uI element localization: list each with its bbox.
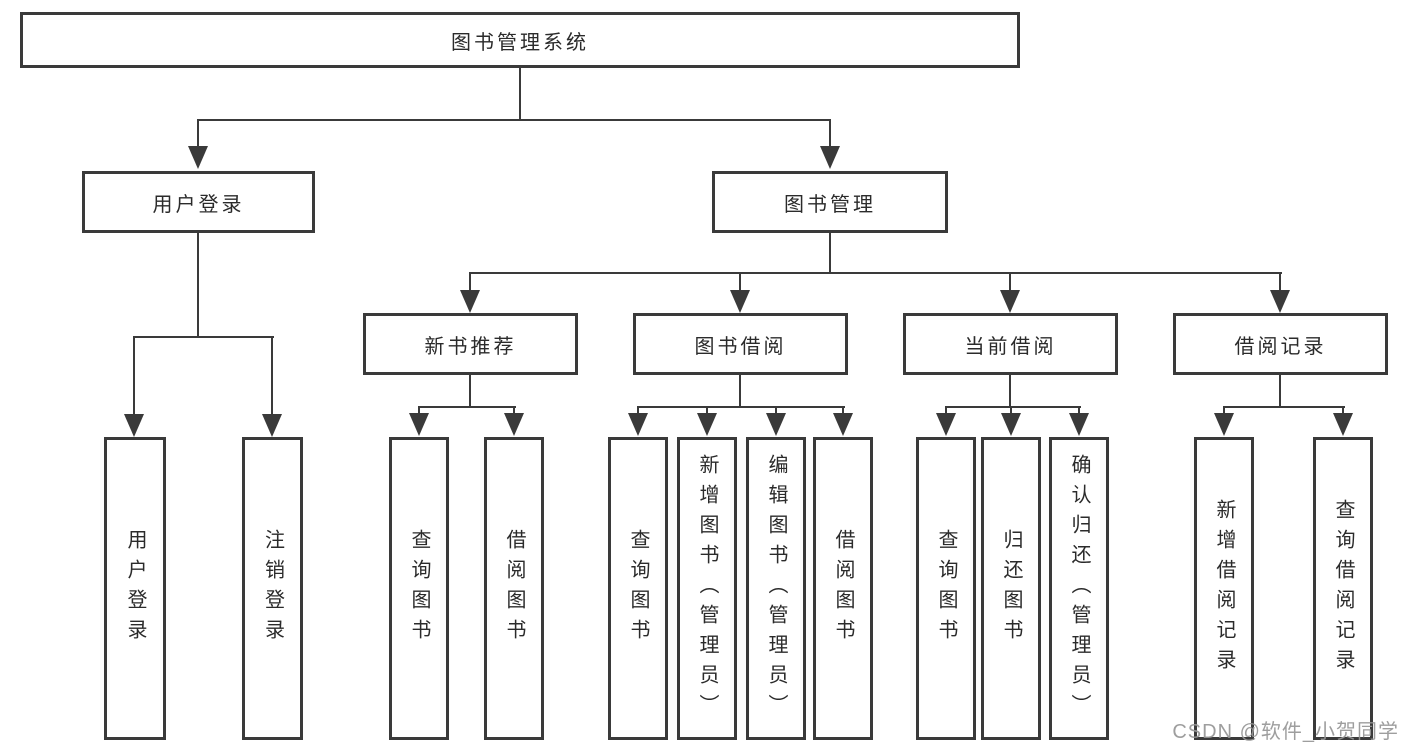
leaf-node-query-borrow-record: 查询借阅记录 — [1313, 437, 1373, 740]
connector-line — [418, 406, 420, 416]
connector-line — [1223, 406, 1345, 408]
arrow-down-icon — [1270, 290, 1290, 313]
connector-line — [418, 406, 516, 408]
node-book-borrowing: 图书借阅 — [633, 313, 848, 375]
connector-line — [519, 68, 521, 120]
connector-line — [842, 406, 844, 416]
arrow-down-icon — [1000, 290, 1020, 313]
arrow-down-icon — [833, 413, 853, 436]
leaf-node-borrow-books: 借阅图书 — [484, 437, 544, 740]
arrow-down-icon — [730, 290, 750, 313]
arrow-down-icon — [504, 413, 524, 436]
arrow-down-icon — [1001, 413, 1021, 436]
leaf-node-user-login: 用户登录 — [104, 437, 166, 740]
arrow-down-icon — [936, 413, 956, 436]
arrow-down-icon — [124, 414, 144, 437]
connector-line — [1342, 406, 1344, 416]
arrow-down-icon — [628, 413, 648, 436]
leaf-node-confirm-return-admin: 确认归还（管理员） — [1049, 437, 1109, 740]
leaf-node-add-books-admin: 新增图书（管理员） — [677, 437, 737, 740]
leaf-node-return-books: 归还图书 — [981, 437, 1041, 740]
connector-line — [1223, 406, 1225, 416]
arrow-down-icon — [409, 413, 429, 436]
connector-line — [271, 336, 273, 416]
connector-line — [739, 272, 741, 292]
connector-line — [1009, 375, 1011, 407]
leaf-node-add-borrow-record: 新增借阅记录 — [1194, 437, 1254, 740]
arrow-down-icon — [1069, 413, 1089, 436]
branch-node-book-management: 图书管理 — [712, 171, 948, 233]
arrow-down-icon — [820, 146, 840, 169]
connector-line — [775, 406, 777, 416]
leaf-node-query-books: 查询图书 — [608, 437, 668, 740]
branch-node-user-login: 用户登录 — [82, 171, 315, 233]
node-new-book-recommendation: 新书推荐 — [363, 313, 578, 375]
connector-line — [133, 336, 274, 338]
node-current-borrowing: 当前借阅 — [903, 313, 1118, 375]
connector-line — [945, 406, 1081, 408]
connector-line — [469, 272, 1282, 274]
connector-line — [1009, 272, 1011, 292]
arrow-down-icon — [262, 414, 282, 437]
leaf-node-logout: 注销登录 — [242, 437, 303, 740]
connector-line — [469, 375, 471, 407]
arrow-down-icon — [697, 413, 717, 436]
connector-line — [1279, 272, 1281, 292]
connector-line — [945, 406, 947, 416]
leaf-node-borrow-books: 借阅图书 — [813, 437, 873, 740]
connector-line — [469, 272, 471, 292]
connector-line — [829, 233, 831, 273]
leaf-node-edit-books-admin: 编辑图书（管理员） — [746, 437, 806, 740]
arrow-down-icon — [766, 413, 786, 436]
arrow-down-icon — [188, 146, 208, 169]
leaf-node-query-books: 查询图书 — [916, 437, 976, 740]
connector-line — [513, 406, 515, 416]
node-borrowing-records: 借阅记录 — [1173, 313, 1388, 375]
watermark: CSDN @软件_小贺同学 — [1172, 721, 1399, 743]
connector-line — [1010, 406, 1012, 416]
connector-line — [1279, 375, 1281, 407]
connector-line — [637, 406, 845, 408]
connector-line — [197, 233, 199, 337]
arrow-down-icon — [1333, 413, 1353, 436]
connector-line — [637, 406, 639, 416]
connector-line — [197, 119, 831, 121]
connector-line — [197, 119, 199, 149]
connector-line — [1078, 406, 1080, 416]
leaf-node-query-books: 查询图书 — [389, 437, 449, 740]
connector-line — [829, 119, 831, 149]
connector-line — [739, 375, 741, 407]
connector-line — [133, 336, 135, 416]
root-node-library-system: 图书管理系统 — [20, 12, 1020, 68]
arrow-down-icon — [1214, 413, 1234, 436]
connector-line — [706, 406, 708, 416]
arrow-down-icon — [460, 290, 480, 313]
